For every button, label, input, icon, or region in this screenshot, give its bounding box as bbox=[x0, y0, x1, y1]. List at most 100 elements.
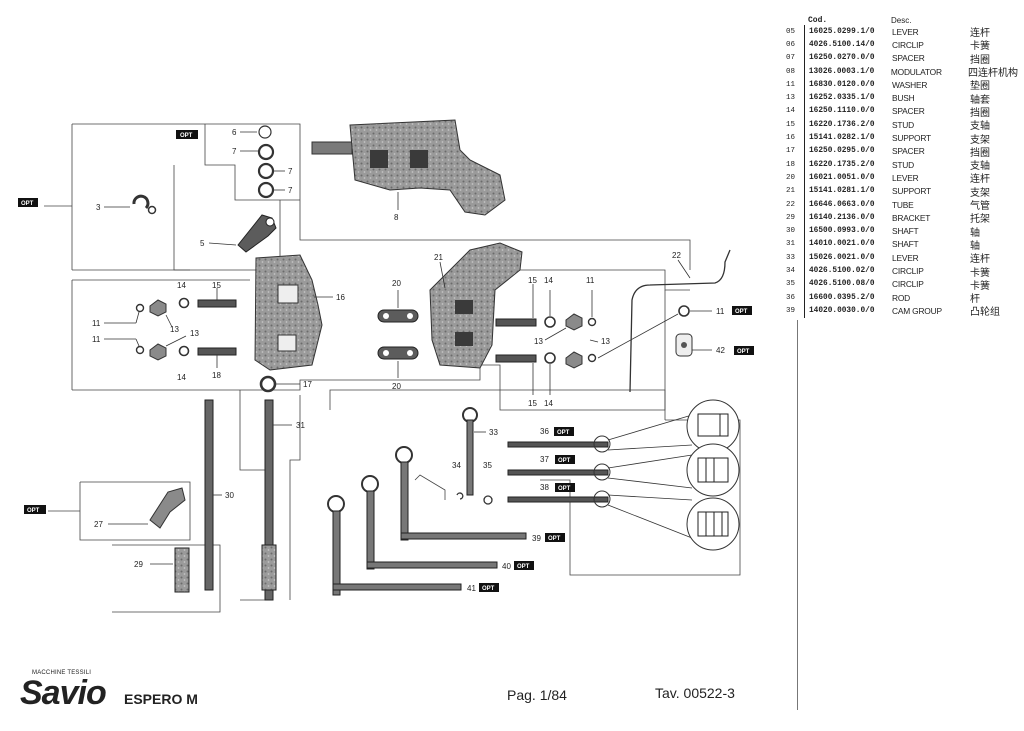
part-description: LEVER bbox=[892, 172, 919, 183]
svg-text:OPT: OPT bbox=[482, 586, 495, 592]
svg-text:20: 20 bbox=[392, 382, 401, 391]
part-description: ROD bbox=[892, 292, 911, 303]
part-chinese-name: 四连杆机构 bbox=[968, 68, 1018, 80]
part-description: SPACER bbox=[892, 146, 925, 157]
part-code: 16220.1735.2/0 bbox=[809, 160, 875, 169]
part-position: 08 bbox=[786, 64, 805, 79]
part-chinese-name: 卡簧 bbox=[970, 280, 990, 292]
part-position: 18 bbox=[786, 157, 805, 172]
part-code: 13026.0003.1/0 bbox=[808, 67, 875, 76]
part-chinese-name: 连杆 bbox=[970, 174, 990, 186]
part-description: STUD bbox=[892, 119, 914, 130]
part-description: SUPPORT bbox=[892, 133, 931, 144]
part-chinese-name: 气管 bbox=[970, 201, 990, 213]
part-29-bracket: 29 bbox=[134, 547, 190, 593]
svg-text:11: 11 bbox=[92, 335, 101, 344]
part-position: 14 bbox=[786, 104, 805, 119]
part-description: CIRCLIP bbox=[892, 265, 924, 276]
code-column-header: Cod. bbox=[808, 16, 828, 25]
svg-text:13: 13 bbox=[170, 325, 179, 334]
part-code: 15026.0021.0/0 bbox=[809, 253, 875, 262]
part-description: WASHER bbox=[892, 79, 928, 90]
part-code: 16250.1110.0/0 bbox=[809, 107, 875, 116]
part-position: 30 bbox=[786, 224, 805, 238]
part-36-rod: 36 OPT bbox=[507, 414, 693, 453]
part-position: 05 bbox=[786, 25, 805, 39]
svg-text:18: 18 bbox=[212, 371, 221, 380]
part-17-spacer: 17 bbox=[259, 375, 312, 393]
svg-text:33: 33 bbox=[489, 428, 498, 437]
parts-list-row: 15 16220.1736.2/0 STUD 支轴 bbox=[786, 118, 1018, 133]
part-code: 16250.0270.0/0 bbox=[809, 54, 875, 63]
svg-text:11: 11 bbox=[716, 307, 725, 316]
part-description: MODULATOR bbox=[890, 66, 942, 77]
page-edge-line bbox=[797, 320, 798, 710]
part-position: 29 bbox=[786, 211, 805, 225]
part-code: 16220.1736.2/0 bbox=[809, 120, 875, 129]
part-chinese-name: 轴 bbox=[970, 227, 980, 239]
part-13-bushes-left: 13 13 bbox=[149, 299, 199, 361]
part-code: 16021.0051.0/0 bbox=[809, 173, 875, 182]
part-description: SHAFT bbox=[892, 226, 919, 237]
svg-text:OPT: OPT bbox=[517, 564, 530, 570]
part-22-tube: 22 bbox=[629, 249, 731, 393]
part-code: 4026.5100.02/0 bbox=[809, 266, 875, 275]
part-chinese-name: 托架 bbox=[970, 214, 990, 226]
part-35-circlip: 35 bbox=[483, 461, 493, 505]
svg-text:40: 40 bbox=[502, 562, 511, 571]
part-description: CIRCLIP bbox=[892, 39, 924, 50]
desc-column-header: Desc. bbox=[891, 16, 912, 25]
svg-text:15: 15 bbox=[212, 281, 221, 290]
part-code: 16600.0395.2/0 bbox=[809, 293, 875, 302]
part-position: 22 bbox=[786, 197, 805, 212]
part-code: 16025.0299.1/0 bbox=[809, 27, 875, 36]
svg-text:41: 41 bbox=[467, 584, 476, 593]
parts-list-header: Cod. Desc. bbox=[786, 14, 1018, 25]
part-position: 34 bbox=[786, 264, 805, 278]
svg-text:14: 14 bbox=[544, 276, 553, 285]
part-position: 16 bbox=[786, 131, 805, 145]
part-chinese-name: 支轴 bbox=[970, 121, 990, 133]
svg-text:OPT: OPT bbox=[557, 430, 570, 436]
part-description: SUPPORT bbox=[892, 186, 931, 197]
svg-text:OPT: OPT bbox=[558, 486, 571, 492]
part-31-shaft: 31 bbox=[261, 399, 305, 601]
savio-logo: MACCHINE TESSILI Savio bbox=[20, 670, 115, 712]
part-38-rod: 38 OPT bbox=[507, 483, 693, 539]
svg-text:OPT: OPT bbox=[735, 309, 748, 315]
part-code: 14020.0030.0/0 bbox=[809, 306, 875, 315]
svg-text:20: 20 bbox=[392, 279, 401, 288]
part-20-levers: 20 20 bbox=[377, 279, 419, 391]
svg-text:OPT: OPT bbox=[180, 133, 193, 139]
svg-text:11: 11 bbox=[586, 276, 595, 285]
part-chinese-name: 挡圈 bbox=[970, 54, 990, 66]
part-position: 11 bbox=[786, 78, 805, 92]
svg-text:14: 14 bbox=[177, 281, 186, 290]
part-30-shaft: 30 bbox=[204, 399, 234, 591]
part-7-spacers: 7 7 7 bbox=[232, 143, 293, 199]
part-position: 15 bbox=[786, 118, 805, 132]
part-chinese-name: 支架 bbox=[970, 187, 990, 199]
part-14-spacers-right: 14 14 bbox=[544, 276, 556, 408]
part-description: LEVER bbox=[892, 26, 919, 37]
part-chinese-name: 支轴 bbox=[970, 161, 990, 173]
svg-text:13: 13 bbox=[534, 337, 543, 346]
detail-circles bbox=[686, 399, 740, 551]
part-position: 17 bbox=[786, 144, 805, 158]
svg-text:30: 30 bbox=[225, 491, 234, 500]
part-description: STUD bbox=[892, 159, 914, 170]
